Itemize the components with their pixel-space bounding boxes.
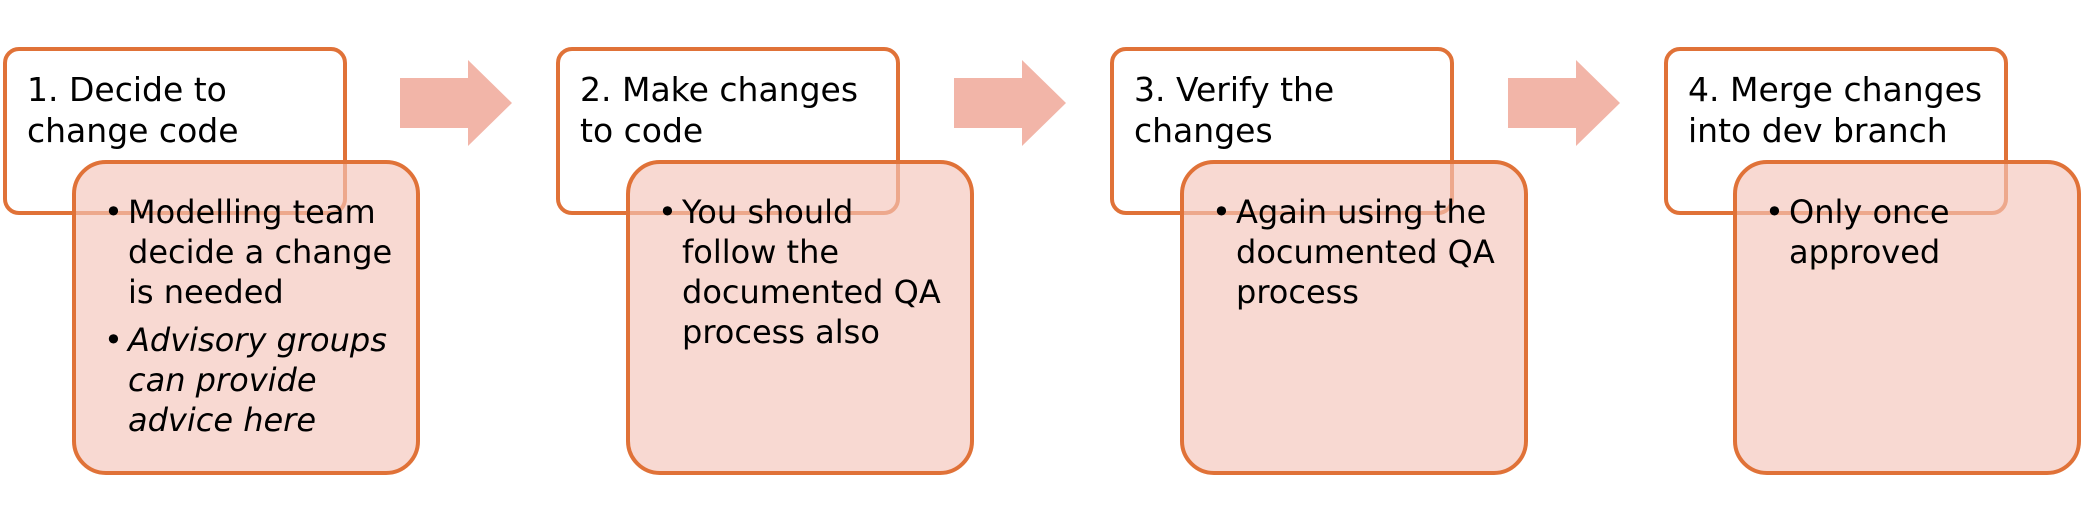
step-4-bullet-list: Only once approved [1765, 192, 2063, 272]
step-4-detail-box: Only once approved [1733, 160, 2081, 475]
step-1-bullet-list: Modelling team decide a change is needed… [104, 192, 402, 440]
step-1-detail-box: Modelling team decide a change is needed… [72, 160, 420, 475]
step-2-title: 2. Make changes to code [580, 70, 859, 150]
step-2-bullet-list: You should follow the documented QA proc… [658, 192, 956, 352]
step-3-title: 3. Verify the changes [1134, 70, 1335, 150]
step-3-detail-box: Again using the documented QA process [1180, 160, 1528, 475]
arrow-right-icon [1508, 60, 1620, 146]
step-2-detail-box: You should follow the documented QA proc… [626, 160, 974, 475]
step-1-title: 1. Decide to change code [27, 70, 239, 150]
step-1-bullet-2: Advisory groups can provide advice here [104, 320, 402, 440]
step-3-bullet-1: Again using the documented QA process [1212, 192, 1510, 312]
arrow-right-icon [954, 60, 1066, 146]
step-2-bullet-1: You should follow the documented QA proc… [658, 192, 956, 352]
step-4-title: 4. Merge changes into dev branch [1688, 70, 1983, 150]
step-4-bullet-1: Only once approved [1765, 192, 2063, 272]
arrow-right-icon [400, 60, 512, 146]
step-1-bullet-1: Modelling team decide a change is needed [104, 192, 402, 312]
step-3-bullet-list: Again using the documented QA process [1212, 192, 1510, 312]
